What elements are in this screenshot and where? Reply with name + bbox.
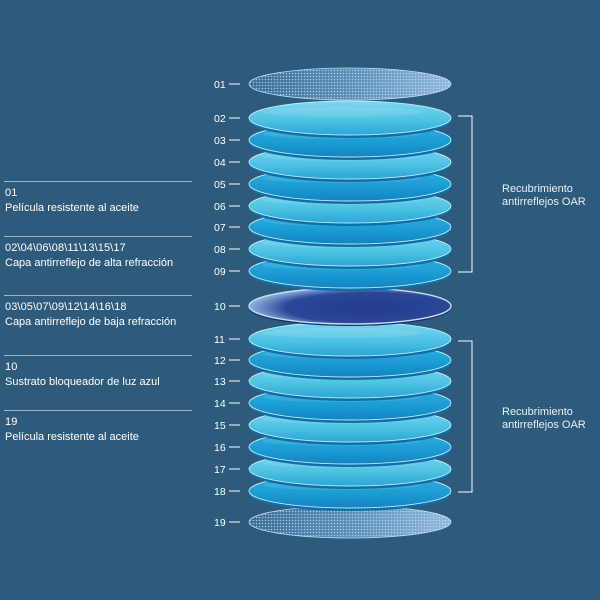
layer-number: 17 <box>214 464 226 476</box>
layer-number: 08 <box>214 244 226 256</box>
layer-rim <box>248 67 452 101</box>
layer-disc <box>249 288 451 324</box>
lens-layer-10 <box>248 287 452 326</box>
bracket-label-line: antirreflejos OAR <box>502 419 586 431</box>
bracket-upper <box>458 115 473 273</box>
lens-layer-01 <box>248 67 452 101</box>
bracket-label-line: antirreflejos OAR <box>502 196 586 208</box>
bracket-label-line: Recubrimiento <box>502 406 573 418</box>
legend-code: 03\05\07\09\12\14\16\18 <box>5 301 127 313</box>
legend-divider <box>4 181 192 182</box>
legend-code: 10 <box>5 361 18 373</box>
layer-number: 05 <box>214 179 226 191</box>
legend-item-low-refraction: 03\05\07\09\12\14\16\18 Capa antirreflej… <box>0 295 192 328</box>
legend-item-high-refraction: 02\04\06\08\11\13\15\17 Capa antirreflej… <box>0 236 192 269</box>
layer-number: 07 <box>214 222 226 234</box>
layer-number: 09 <box>214 266 226 278</box>
legend-code: 19 <box>5 416 18 428</box>
layer-number: 12 <box>214 355 226 367</box>
legend-description: Capa antirreflejo de baja refracción <box>5 316 177 328</box>
layer-number: 06 <box>214 201 226 213</box>
legend-item-oil-film-bottom: 19 Película resistente al aceite <box>0 410 192 443</box>
legend-item-blue-light-substrate: 10 Sustrato bloqueador de luz azul <box>0 355 192 388</box>
legend-description: Película resistente al aceite <box>5 202 139 214</box>
layer-number: 15 <box>214 420 226 432</box>
legend-divider <box>4 295 192 296</box>
layer-number: 02 <box>214 113 226 125</box>
bracket-label-lower: Recubrimiento antirreflejos OAR <box>502 406 586 432</box>
layer-texture <box>249 68 451 100</box>
legend-divider <box>4 410 192 411</box>
layer-number: 03 <box>214 135 226 147</box>
lens-layer-02 <box>248 100 452 138</box>
legend-divider <box>4 236 192 237</box>
lens-layer-19 <box>248 505 452 539</box>
layer-rim <box>248 100 452 136</box>
layer-disc <box>249 322 451 356</box>
layer-number: 11 <box>214 334 225 346</box>
bracket-group <box>458 115 473 493</box>
bracket-label-upper: Recubrimiento antirreflejos OAR <box>502 183 586 209</box>
layer-highlight <box>263 107 421 117</box>
layer-number: 16 <box>214 442 226 454</box>
layer-texture <box>249 506 451 538</box>
layer-number: 13 <box>214 376 226 388</box>
bracket-label-line: Recubrimiento <box>502 183 573 195</box>
legend-description: Sustrato bloqueador de luz azul <box>5 376 160 388</box>
layer-number: 01 <box>214 79 226 91</box>
layer-highlight <box>263 328 421 338</box>
layer-number: 19 <box>214 517 226 529</box>
legend-description: Capa antirreflejo de alta refracción <box>5 257 174 269</box>
legend-item-oil-film-top: 01 Película resistente al aceite <box>0 181 192 214</box>
bracket-lower <box>458 340 473 493</box>
layer-number: 04 <box>214 157 226 169</box>
legend-code: 02\04\06\08\11\13\15\17 <box>5 242 126 254</box>
legend-divider <box>4 355 192 356</box>
lens-layer-11 <box>248 321 452 359</box>
layer-number: 10 <box>214 301 226 313</box>
layer-number: 18 <box>214 486 226 498</box>
layer-number: 14 <box>214 398 226 410</box>
legend-description: Película resistente al aceite <box>5 431 139 443</box>
layer-disc <box>249 101 451 135</box>
legend-code: 01 <box>5 187 18 199</box>
